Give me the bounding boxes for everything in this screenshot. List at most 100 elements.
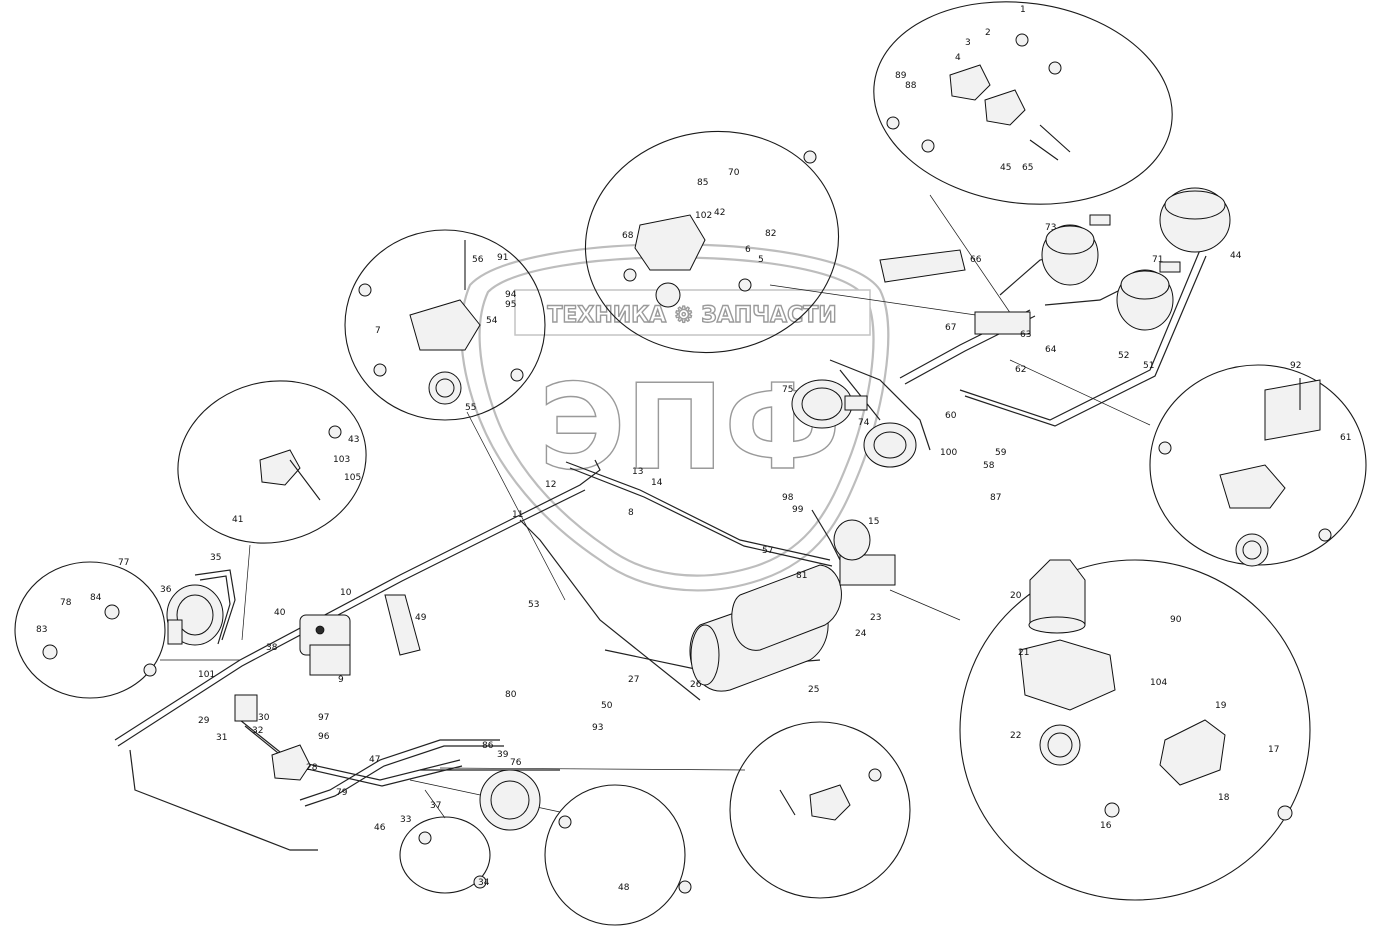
callout-number: 32 xyxy=(252,726,263,736)
callout-number: 79 xyxy=(336,788,348,798)
callout-number: 98 xyxy=(782,493,794,503)
callout-number: 94 xyxy=(505,290,517,300)
callout-number: 28 xyxy=(306,763,318,773)
callout-number: 56 xyxy=(472,255,484,265)
callout-number: 71 xyxy=(1152,255,1163,265)
relay-valve-icon xyxy=(409,299,481,405)
detail-ellipse-left xyxy=(177,380,367,544)
callout-number: 59 xyxy=(995,448,1007,458)
callout-number: 48 xyxy=(618,883,630,893)
callout-number: 80 xyxy=(505,690,517,700)
callout-number: 50 xyxy=(601,701,613,711)
callout-number: 55 xyxy=(465,403,476,413)
callout-number: 83 xyxy=(36,625,47,635)
callout-number: 8 xyxy=(628,508,634,518)
valve-block-icon xyxy=(833,311,1031,586)
detail-ellipse-bottom-center xyxy=(544,784,686,926)
callout-number: 10 xyxy=(340,588,352,598)
control-valve-icon xyxy=(634,214,706,308)
callout-number: 40 xyxy=(274,608,286,618)
air-reservoir-icon xyxy=(731,564,842,651)
callout-number: 37 xyxy=(430,801,441,811)
callout-number: 57 xyxy=(762,546,773,556)
callout-number: 17 xyxy=(1268,745,1279,755)
callout-number: 75 xyxy=(782,385,793,395)
callout-number: 23 xyxy=(870,613,881,623)
air-tank-icon xyxy=(1159,187,1231,253)
quick-release-valve-icon xyxy=(949,64,1026,126)
watermark-banner xyxy=(514,289,871,336)
callout-number: 104 xyxy=(1150,678,1167,688)
callout-number: 103 xyxy=(333,455,350,465)
compressor-icon xyxy=(299,614,351,676)
callout-number: 52 xyxy=(1118,351,1129,361)
callout-number: 38 xyxy=(266,643,278,653)
callout-number: 12 xyxy=(545,480,556,490)
callout-number: 19 xyxy=(1215,701,1227,711)
callout-number: 87 xyxy=(990,493,1001,503)
callout-number: 26 xyxy=(690,680,702,690)
callout-number: 95 xyxy=(505,300,516,310)
callout-number: 100 xyxy=(940,448,957,458)
air-dryer-icon xyxy=(1019,559,1116,766)
detail-ellipse-far-left xyxy=(14,561,166,699)
callout-number: 84 xyxy=(90,593,102,603)
callout-number: 46 xyxy=(374,823,386,833)
callout-number: 33 xyxy=(400,815,411,825)
callout-number: 18 xyxy=(1218,793,1230,803)
callout-number: 92 xyxy=(1290,361,1301,371)
callout-number: 6 xyxy=(745,245,751,255)
watermark-logo-letters: ЭПФ xyxy=(539,358,841,496)
callout-number: 102 xyxy=(695,211,712,221)
callout-number: 97 xyxy=(318,713,329,723)
callout-number: 62 xyxy=(1015,365,1026,375)
callout-number: 85 xyxy=(697,178,708,188)
callout-number: 93 xyxy=(592,723,603,733)
callout-number: 51 xyxy=(1143,361,1154,371)
relay-valve-icon xyxy=(1219,464,1286,567)
callout-number: 96 xyxy=(318,732,330,742)
detail-ellipse-air-dryer xyxy=(959,559,1311,901)
brake-chamber-icon xyxy=(863,422,917,468)
callout-number: 67 xyxy=(945,323,956,333)
callout-number: 91 xyxy=(497,253,508,263)
callout-number: 78 xyxy=(60,598,72,608)
callout-number: 77 xyxy=(118,558,129,568)
callout-number: 74 xyxy=(858,418,870,428)
callout-number: 41 xyxy=(232,515,243,525)
callout-number: 66 xyxy=(970,255,982,265)
callout-number: 3 xyxy=(965,38,971,48)
bolt-icon xyxy=(289,124,1301,816)
callout-number: 1 xyxy=(1020,5,1026,15)
brake-chamber-icon xyxy=(166,584,224,646)
callout-number: 7 xyxy=(375,326,381,336)
callout-number: 14 xyxy=(651,478,663,488)
callout-number: 44 xyxy=(1230,251,1242,261)
brake-chamber-icon xyxy=(791,379,868,429)
callout-number: 47 xyxy=(369,755,380,765)
hand-brake-valve-icon xyxy=(234,694,258,722)
spring-brake-chamber-icon xyxy=(1041,214,1111,286)
callout-number: 22 xyxy=(1010,731,1021,741)
callout-number: 101 xyxy=(198,670,215,680)
brake-chamber-icon xyxy=(479,769,541,831)
detail-ellipse-bottom-right xyxy=(729,721,911,899)
callout-number: 43 xyxy=(348,435,359,445)
callout-number: 65 xyxy=(1022,163,1033,173)
callout-number: 27 xyxy=(628,675,639,685)
callout-number: 21 xyxy=(1018,648,1029,658)
callout-number: 42 xyxy=(714,208,725,218)
detail-ellipse-upper-left xyxy=(344,229,546,421)
callout-number: 29 xyxy=(198,716,210,726)
callout-number: 2 xyxy=(985,28,991,38)
callout-number: 76 xyxy=(510,758,522,768)
fitting-icon xyxy=(42,33,1332,894)
callout-number: 30 xyxy=(258,713,270,723)
callout-number: 5 xyxy=(758,255,764,265)
quick-release-valve-icon xyxy=(809,784,851,821)
callout-number: 15 xyxy=(868,517,879,527)
callout-number: 70 xyxy=(728,168,740,178)
callout-number: 11 xyxy=(512,510,523,520)
callout-number: 61 xyxy=(1340,433,1351,443)
